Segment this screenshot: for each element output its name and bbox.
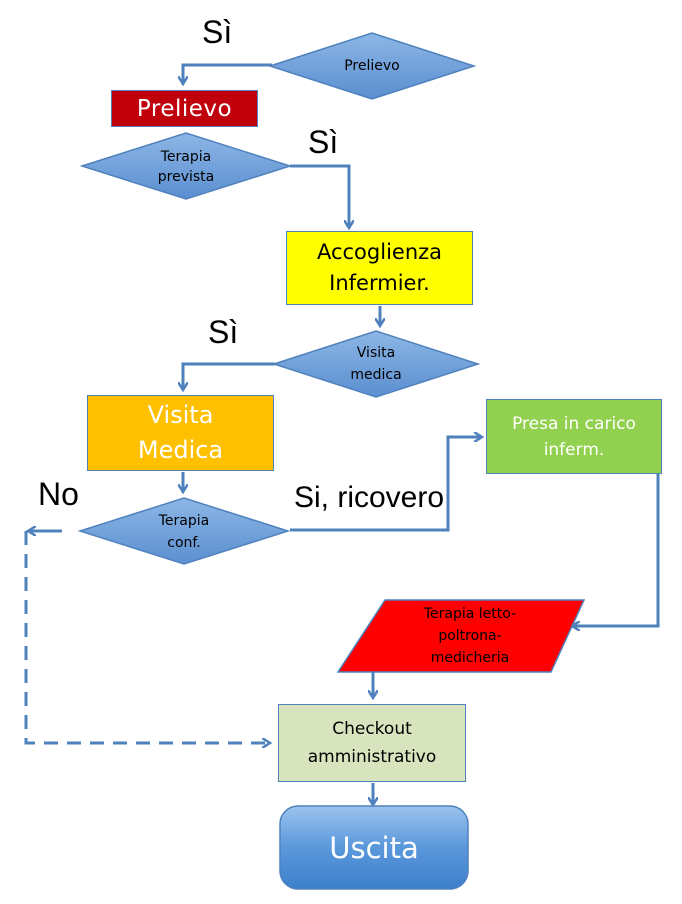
edge-visita-yes: [183, 362, 275, 388]
edge-ricovero: [290, 437, 480, 532]
box-prelievo-label: Prelievo: [136, 95, 233, 122]
box-checkout-label-1: Checkout: [332, 719, 412, 739]
box-accoglienza: Accoglienza Infermier.: [286, 231, 473, 305]
box-uscita-shape: [279, 805, 469, 890]
parallelogram-terapia: [336, 599, 586, 673]
parallelogram-terapia-label-2: poltrona-: [438, 628, 502, 644]
box-prelievo: Prelievo: [111, 90, 258, 127]
label-no: No: [38, 476, 79, 512]
diamond-terapia-conf-text: Terapia conf.: [134, 510, 234, 554]
diamond-visita-label-2: medica: [350, 367, 402, 383]
label-si-prelievo: Sì: [202, 14, 233, 50]
edge-prelievo-yes: [183, 63, 272, 82]
label-si-ricovero: Si, ricovero: [294, 481, 445, 514]
box-presa-in-carico: Presa in carico inferm.: [486, 399, 662, 474]
diamond-terapia-label-1: Terapia: [160, 149, 212, 165]
diamond-terapia-label-2: prevista: [157, 169, 215, 185]
diamond-visita-label-1: Visita: [356, 345, 396, 361]
box-visita-medica: Visita Medica: [87, 395, 274, 471]
label-si-visita: Sì: [208, 314, 239, 350]
diamond-prelievo-text: Prelievo: [322, 54, 422, 78]
box-visita-label-2: Medica: [137, 436, 224, 464]
parallelogram-terapia-label-3: medicheria: [430, 650, 510, 666]
edge-terapia-yes: [290, 164, 349, 226]
box-presa-label-1: Presa in carico: [512, 413, 636, 434]
edge-presa-terapia: [574, 474, 660, 626]
box-accoglienza-label-1: Accoglienza: [316, 240, 443, 264]
parallelogram-terapia-label-1: Terapia letto-: [423, 606, 517, 622]
box-checkout-label-2: amministrativo: [307, 747, 437, 767]
diamond-visita-medica: [271, 330, 481, 398]
diamond-prelievo-label: Prelievo: [344, 58, 400, 74]
parallelogram-terapia-text: Terapia letto- poltrona- medicheria: [390, 601, 550, 671]
box-accoglienza-label-2: Infermier.: [329, 271, 430, 295]
diamond-visita-medica-text: Visita medica: [326, 342, 426, 386]
diamond-terapia-prevista: [79, 132, 293, 200]
box-visita-label-1: Visita: [147, 401, 214, 429]
edge-no-dashed: [24, 531, 268, 743]
label-si-terapia: Sì: [308, 124, 339, 160]
diamond-terapia-conf-label-2: conf.: [167, 535, 201, 551]
diamond-terapia-prevista-text: Terapia prevista: [136, 146, 236, 188]
box-uscita-label: Uscita: [329, 830, 419, 865]
diamond-prelievo: [267, 32, 477, 100]
box-presa-label-2: inferm.: [543, 439, 605, 460]
box-uscita: Uscita: [280, 806, 468, 889]
diamond-terapia-conf: [77, 497, 291, 565]
diamond-terapia-conf-label-1: Terapia: [158, 513, 210, 529]
box-checkout: Checkout amministrativo: [278, 704, 466, 782]
